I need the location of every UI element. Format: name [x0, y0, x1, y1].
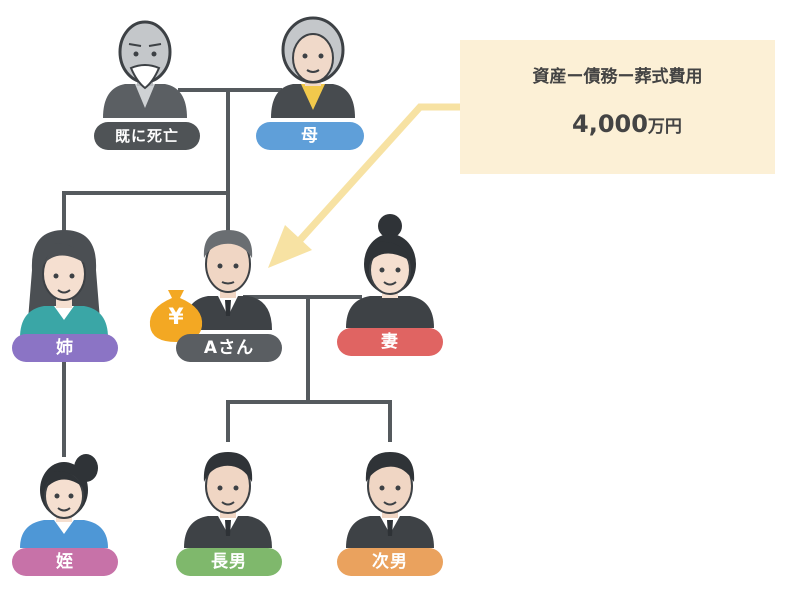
- family-tree-lines: [62, 88, 392, 457]
- second-son-avatar: [346, 452, 434, 548]
- label-deceased-text: 既に死亡: [114, 127, 179, 145]
- label-wife-text: 妻: [381, 332, 399, 352]
- estate-info-title: 資産ー債務ー葬式費用: [532, 67, 703, 87]
- mother-avatar: [271, 16, 355, 118]
- label-second-son: 次男: [337, 548, 443, 576]
- label-deceased: 既に死亡: [94, 122, 200, 150]
- niece-avatar: [20, 454, 108, 548]
- eldest-son-avatar: [184, 452, 272, 548]
- label-mother: 母: [256, 122, 364, 150]
- estate-amount-unit: 万円: [647, 117, 682, 137]
- estate-amount-value: 4,000: [572, 110, 648, 138]
- estate-info-box: 資産ー債務ー葬式費用 4,000万円: [460, 40, 775, 174]
- label-sister-text: 姉: [56, 338, 74, 358]
- inheritance-arrow: [268, 103, 460, 268]
- deceased-grandfather-avatar: [103, 20, 187, 118]
- label-sister: 姉: [12, 334, 118, 362]
- estate-amount: 4,000万円: [572, 110, 682, 138]
- label-person-a-text: Aさん: [203, 338, 255, 358]
- label-eldest-son-text: 長男: [211, 552, 247, 572]
- label-person-a: Aさん: [176, 334, 282, 362]
- yen-symbol: ¥: [168, 305, 184, 330]
- label-mother-text: 母: [301, 126, 319, 146]
- label-niece: 姪: [12, 548, 118, 576]
- label-niece-text: 姪: [56, 552, 74, 572]
- money-bag-icon: [149, 290, 203, 342]
- label-eldest-son: 長男: [176, 548, 282, 576]
- person-a-avatar: [184, 230, 272, 330]
- sister-avatar: [20, 230, 108, 338]
- label-wife: 妻: [337, 328, 443, 356]
- label-second-son-text: 次男: [372, 552, 408, 572]
- wife-avatar: [346, 214, 434, 328]
